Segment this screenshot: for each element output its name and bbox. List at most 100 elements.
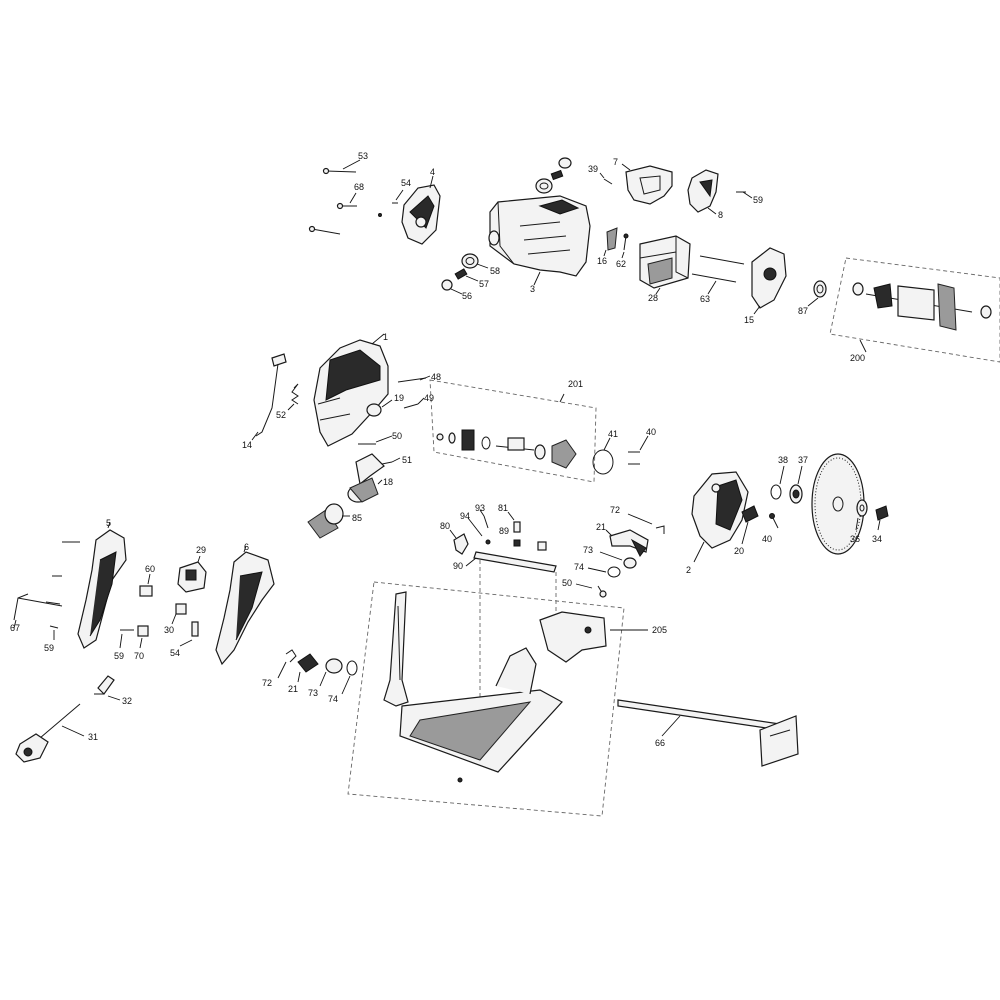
screw-54 (378, 189, 404, 217)
screws-40-top (628, 435, 649, 465)
capacitor-30 (171, 603, 187, 625)
pin-53 (322, 159, 361, 175)
washer-56 (441, 279, 463, 295)
screw-40-right (769, 513, 779, 529)
lever-14 (251, 353, 287, 441)
pin-50-top (358, 435, 393, 445)
callout-73-bottom: 73 (308, 688, 318, 698)
ring-41 (592, 437, 614, 475)
callout-54: 54 (401, 178, 411, 188)
callout-67: 67 (10, 623, 20, 633)
callout-90: 90 (453, 561, 463, 571)
brush-holder (535, 157, 572, 194)
hex-key-67 (13, 593, 63, 629)
callout-54-left: 54 (170, 648, 180, 658)
screw-93 (479, 509, 489, 529)
knob-80 (449, 529, 469, 555)
gearbox-kit-201 (429, 379, 597, 483)
nut-73-top (599, 551, 637, 569)
brush-cover-4 (401, 175, 441, 245)
callout-59-left: 59 (44, 643, 54, 653)
callout-39: 39 (588, 164, 598, 174)
adapter-85 (307, 503, 350, 539)
callout-29: 29 (196, 545, 206, 555)
callout-72-bottom: 72 (262, 678, 272, 688)
callout-81: 81 (498, 503, 508, 513)
callout-32: 32 (122, 696, 132, 706)
pin-49 (403, 397, 425, 409)
clip-72-top (627, 513, 665, 534)
outer-flange-36 (855, 499, 868, 531)
callout-50: 50 (392, 431, 402, 441)
callout-1: 1 (383, 332, 388, 342)
callout-15: 15 (744, 315, 754, 325)
bolt-34 (875, 505, 889, 531)
callout-52: 52 (276, 410, 286, 420)
pin-81 (507, 511, 521, 533)
screw-39 (599, 172, 613, 185)
callout-36: 36 (850, 534, 860, 544)
callout-57: 57 (479, 279, 489, 289)
callout-87: 87 (798, 306, 808, 316)
callout-200: 200 (850, 353, 865, 363)
spring-57 (454, 268, 479, 282)
callout-2: 2 (686, 565, 691, 575)
screw-94 (467, 517, 491, 545)
base-plate-kit-205 (347, 560, 648, 817)
callout-74: 74 (574, 562, 584, 572)
callout-72: 72 (610, 505, 620, 515)
callout-21: 21 (596, 522, 606, 532)
handle-half-6 (215, 545, 275, 666)
callout-5: 5 (106, 518, 111, 528)
callout-60: 60 (145, 564, 155, 574)
callout-4: 4 (430, 167, 435, 177)
switch-box-29 (177, 555, 207, 593)
power-cord-31 (15, 703, 85, 763)
callout-94: 94 (460, 511, 470, 521)
switch-8 (687, 169, 719, 215)
callout-93: 93 (475, 503, 485, 513)
callout-19: 19 (394, 393, 404, 403)
callout-14: 14 (242, 440, 252, 450)
screw-54-left (179, 621, 199, 647)
scale-plate-90 (465, 551, 557, 573)
callout-34: 34 (872, 534, 882, 544)
screws-63 (691, 255, 745, 295)
callout-74-bottom: 74 (328, 694, 338, 704)
callout-53: 53 (358, 151, 368, 161)
callout-51: 51 (402, 455, 412, 465)
pin-50-bottom (575, 583, 607, 598)
callout-85: 85 (352, 513, 362, 523)
washer-74-bottom (341, 660, 358, 695)
callout-205: 205 (652, 625, 667, 635)
screws-left (45, 541, 80, 640)
callout-68: 68 (354, 182, 364, 192)
screw-59-top (736, 191, 753, 199)
callout-38: 38 (778, 455, 788, 465)
pin-48 (397, 375, 431, 383)
callout-59: 59 (753, 195, 763, 205)
screws-59-70 (119, 625, 149, 649)
callout-63: 63 (700, 294, 710, 304)
fan-baffle-15 (751, 247, 787, 315)
callout-3: 3 (530, 284, 535, 294)
callout-6: 6 (244, 542, 249, 552)
lever-20 (741, 505, 759, 545)
screw-51 (381, 457, 401, 465)
clip-72-bottom (277, 649, 297, 679)
callout-40-right: 40 (762, 534, 772, 544)
callout-66: 66 (655, 738, 665, 748)
callout-80: 80 (440, 521, 450, 531)
handle-cover-7 (621, 163, 673, 205)
upper-blade-guard-1 (313, 333, 389, 447)
spring-52 (287, 383, 299, 411)
switch-60 (139, 573, 153, 597)
callout-31: 31 (88, 732, 98, 742)
callout-18: 18 (383, 477, 393, 487)
callout-56: 56 (462, 291, 472, 301)
clamp-21-bottom (297, 653, 319, 683)
callout-28: 28 (648, 293, 658, 303)
bushing-19 (366, 399, 393, 417)
callout-40: 40 (646, 427, 656, 437)
